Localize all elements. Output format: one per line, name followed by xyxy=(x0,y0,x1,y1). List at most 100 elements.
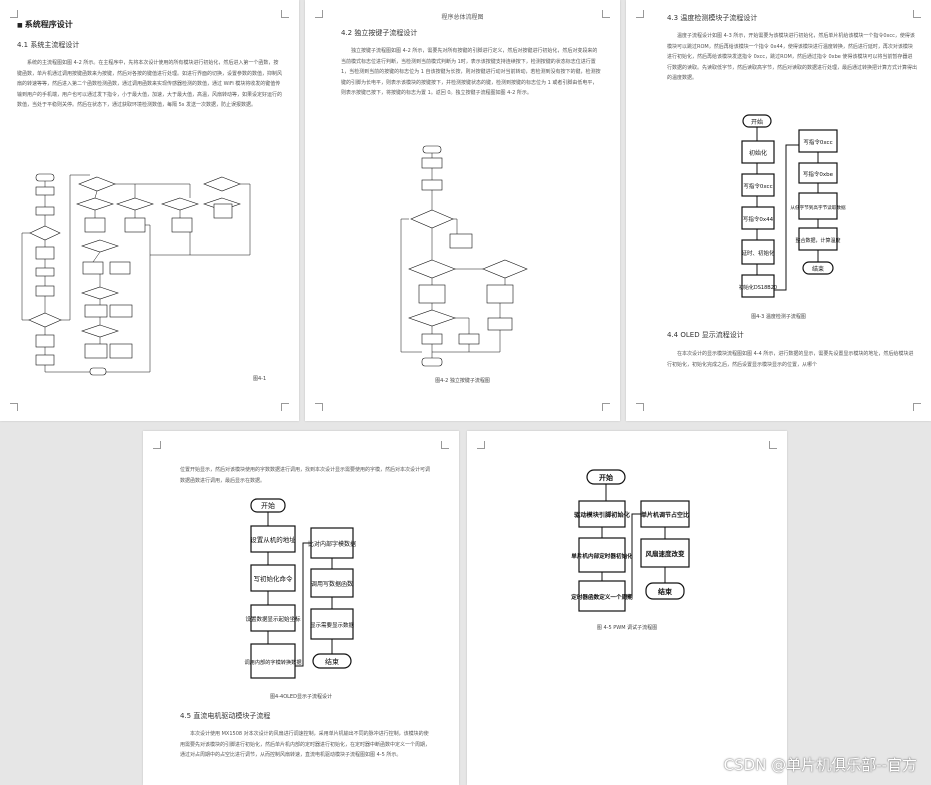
section-title: 4.1 系统主流程设计 xyxy=(17,41,80,49)
document-page-5: 开始 驱动模块引脚初始化 单片机内部定时器初始化 定时器函数定义一个周期 单片机… xyxy=(467,431,787,785)
temperature-flowchart: 开始 初始化 写指令0xcc 写指令0x44 延时、初始化 初始化DS18B20… xyxy=(739,114,846,298)
flow-node xyxy=(422,145,442,154)
flow-decision xyxy=(482,259,528,279)
flow-label: 初始化DS18B20 xyxy=(739,284,777,291)
flow-node xyxy=(421,157,443,169)
flow-label: 写初始化命令 xyxy=(254,574,294,583)
flow-node xyxy=(640,538,690,568)
figure-caption: 图4-2 独立按键子流程图 xyxy=(435,378,490,384)
flow-label: 从低字节到高字节读取数据 xyxy=(790,204,846,211)
flow-node xyxy=(578,537,626,573)
oled-flowchart: 开始 设置从机的地址 写初始化命令 设置数据显示起始坐标 调用内部的字模转换数据… xyxy=(244,498,356,679)
flow-label: 写指令0xbe xyxy=(803,170,834,178)
flow-node xyxy=(35,334,55,348)
flow-node xyxy=(250,604,296,632)
flow-decision xyxy=(81,324,119,338)
flow-decision xyxy=(29,225,61,241)
figure-caption: 图4-3 温度检测子流程图 xyxy=(751,314,806,320)
flow-label: 结束 xyxy=(657,587,673,596)
flow-node xyxy=(250,525,296,553)
flow-decision xyxy=(408,309,456,327)
flow-label: 风扇速度改变 xyxy=(646,549,686,558)
flow-label: 结束 xyxy=(325,657,339,666)
page-header: 程序总体流程图 xyxy=(441,14,484,21)
flow-node xyxy=(89,367,107,376)
flow-node xyxy=(741,206,775,230)
flow-decision xyxy=(161,197,199,211)
flow-decision xyxy=(203,176,241,192)
section-paragraph: 本次设计使用 MX1508 对本次设计的风扇进行调速控制，采用单片机输出不同的脉… xyxy=(180,731,430,758)
key-flowchart xyxy=(400,145,528,367)
flow-node xyxy=(35,267,55,277)
flow-node xyxy=(741,274,775,298)
section-title: 4.5 直流电机驱动模块子流程 xyxy=(180,712,271,720)
flow-decision xyxy=(410,209,454,229)
flow-node xyxy=(213,203,233,219)
flow-decision xyxy=(116,197,154,211)
flow-node xyxy=(458,333,480,345)
flow-node xyxy=(109,304,133,318)
flow-node xyxy=(741,140,775,164)
section-paragraph: 温度子流程设计如图 4-3 所示，开始需要为该模块进行初始化，然后单片机给该模块… xyxy=(667,33,917,81)
flow-label: 设置从机的地址 xyxy=(250,535,296,544)
flow-label: 写指令0xcc xyxy=(803,138,832,146)
section-paragraph: 在本次设计的显示模块流程图如图 4-4 所示，进行数据的显示，需要先设置显示模块… xyxy=(667,351,914,368)
flow-label: 写指令0xcc xyxy=(743,182,772,190)
flow-label: 比对内部字模数据 xyxy=(308,540,356,548)
document-page-4: 位置开始显示，然后对该模块使用的字数数据进行调用，找到本次设计显示需要使用的字模… xyxy=(143,431,459,785)
flow-node xyxy=(310,568,354,598)
flow-node xyxy=(35,206,55,216)
flow-label: 开始 xyxy=(751,118,763,126)
flow-node xyxy=(310,527,354,559)
flow-node xyxy=(109,343,133,359)
flow-node xyxy=(741,239,775,265)
figure-caption: 图4-1 xyxy=(253,376,267,382)
flow-label: 开始 xyxy=(261,501,275,510)
document-page-2: 程序总体流程图 4.2 独立按键子流程设计 独立按键子流程图如图 4-2 所示，… xyxy=(305,0,620,421)
flow-label: 延时、初始化 xyxy=(741,249,775,257)
flow-label: 写指令0x44 xyxy=(743,215,774,223)
flow-label: 显示需要显示数据 xyxy=(310,621,355,629)
flow-decision xyxy=(81,239,119,253)
flow-node xyxy=(35,173,55,182)
flow-decision xyxy=(76,197,114,211)
flow-node xyxy=(487,317,513,331)
flow-end xyxy=(645,582,685,600)
flow-node xyxy=(640,500,690,528)
flow-label: 单片机内部定时器初始化 xyxy=(571,552,633,560)
flow-label: 定时器函数定义一个周期 xyxy=(570,593,633,601)
flow-label: 结束 xyxy=(812,265,824,273)
flow-end xyxy=(312,653,352,669)
flow-node xyxy=(418,284,446,304)
document-page-1: ■ 系统程序设计 4.1 系统主流程设计 系统的主流程图如图 4-2 所示。在主… xyxy=(0,0,299,421)
flow-node xyxy=(421,333,443,345)
flow-label: 初始化 xyxy=(749,149,767,157)
main-flowchart xyxy=(21,173,251,376)
flow-node xyxy=(171,217,193,233)
section-paragraph: 位置开始显示，然后对该模块使用的字数数据进行调用，找到本次设计显示需要使用的字模… xyxy=(180,467,430,484)
section-paragraph: 系统的主流程图如图 4-2 所示。在主程序中，先将本次设计使用的所有模块进行初始… xyxy=(17,60,282,108)
flow-node xyxy=(449,233,473,249)
flow-node xyxy=(84,343,108,359)
figure-caption: 图 4-5 PWM 调试子流程图 xyxy=(596,625,658,631)
flow-label: 设置数据显示起始坐标 xyxy=(245,615,301,623)
flow-node xyxy=(741,173,775,197)
flow-decision xyxy=(28,312,62,328)
document-page-3: 4.3 温度检测模块子流程设计 温度子流程设计如图 4-3 所示，开始需要为该模… xyxy=(626,0,931,421)
flow-node xyxy=(798,192,838,220)
flow-node xyxy=(35,186,55,196)
flow-end xyxy=(802,261,834,275)
flow-label: 整合数据，计算温度 xyxy=(795,237,840,244)
flow-label: 开始 xyxy=(599,473,613,482)
flow-node xyxy=(421,357,443,367)
flow-decision xyxy=(78,176,116,192)
flow-node xyxy=(35,285,55,297)
section-title: 4.3 温度检测模块子流程设计 xyxy=(667,14,758,22)
chapter-heading: ■ 系统程序设计 xyxy=(17,20,73,29)
flow-node xyxy=(82,261,104,275)
section-title: 4.2 独立按键子流程设计 xyxy=(341,29,418,37)
flow-decision xyxy=(408,259,456,279)
flow-node xyxy=(84,304,108,318)
flow-node xyxy=(109,261,131,275)
flow-label: 调用内部的字模转换数据 xyxy=(244,658,301,666)
